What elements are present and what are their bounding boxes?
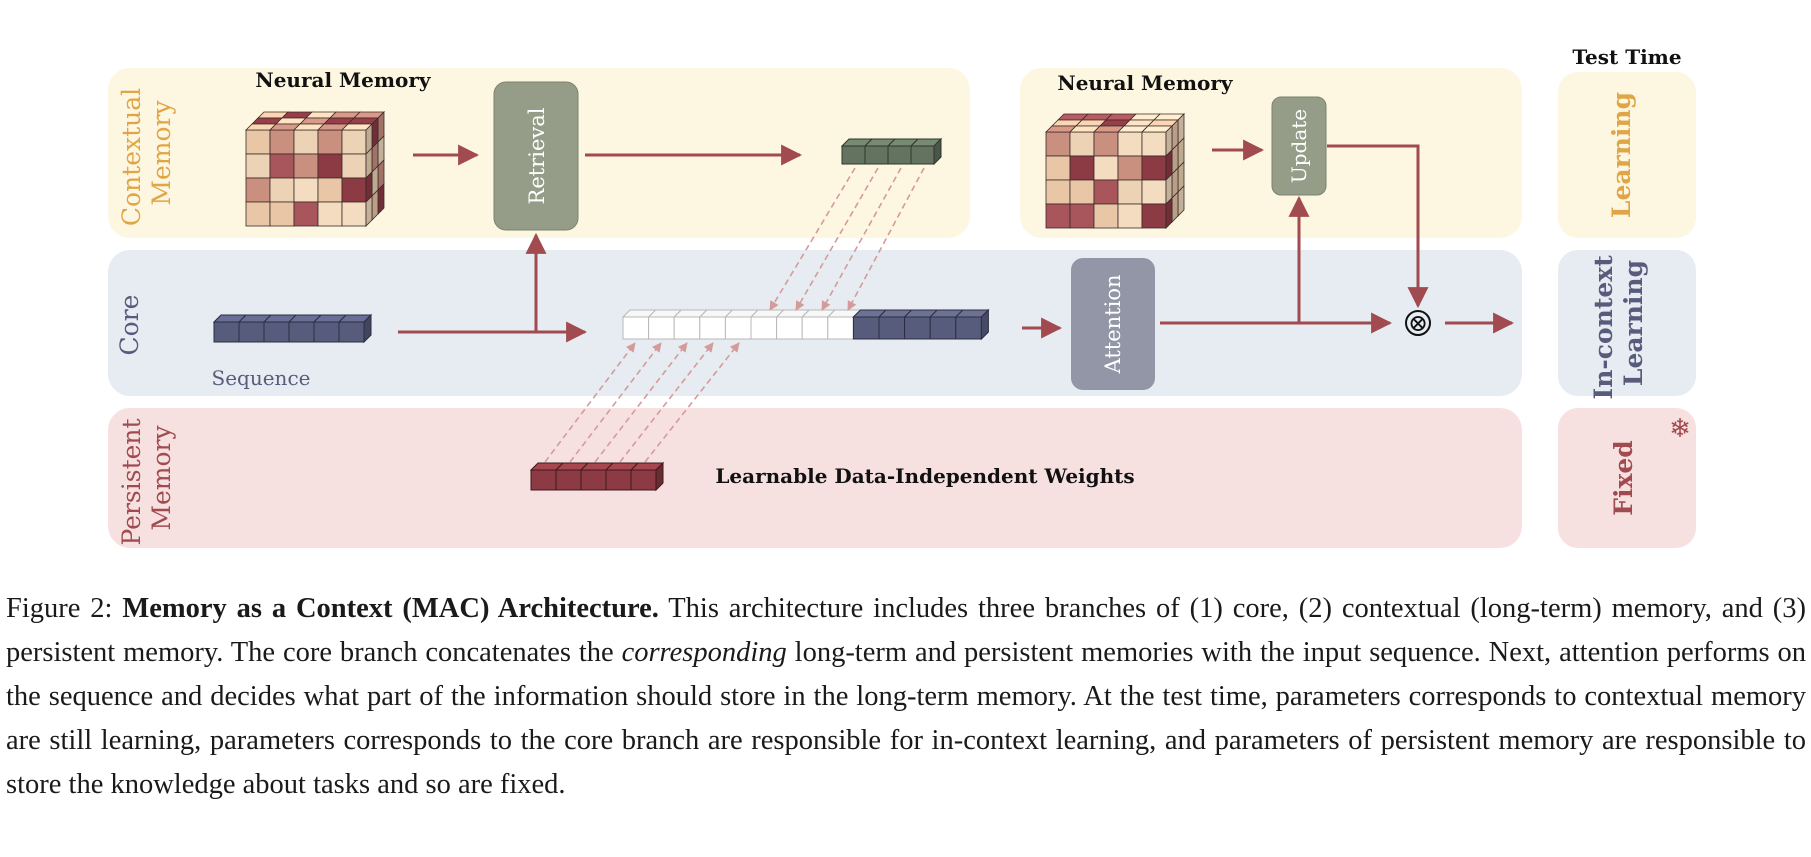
persistent-memory-tokens	[529, 461, 665, 492]
attention-label: Attention	[1101, 275, 1125, 375]
contextual-memory-label: Contextual Memory	[117, 80, 176, 226]
caption-emphasis: corresponding	[621, 637, 787, 668]
caption-prefix: Figure 2:	[6, 593, 123, 624]
retrieval-box	[493, 81, 579, 231]
in-context-learning-label: In-context Learning	[1589, 247, 1648, 400]
neural-memory-left-label: Neural Memory	[255, 68, 432, 92]
dashed-arrows-persistent	[544, 342, 740, 463]
neural-memory-right-cube	[1045, 113, 1185, 229]
arrow-update-to-otimes	[1327, 144, 1429, 309]
attention-box	[1071, 258, 1155, 390]
retrieved-memory-tokens	[840, 137, 943, 166]
fixed-label: Fixed	[1609, 440, 1638, 516]
test-time-label: Test Time	[1572, 45, 1681, 69]
weights-label: Learnable Data-Independent Weights	[715, 464, 1134, 488]
update-box	[1271, 96, 1327, 196]
core-label: Core	[115, 295, 144, 356]
input-sequence-tokens	[212, 313, 373, 344]
retrieval-label: Retrieval	[525, 107, 549, 204]
concatenated-sequence-tokens	[621, 308, 990, 341]
persistent-memory-row	[108, 408, 1522, 548]
caption-title: Memory as a Context (MAC) Architecture.	[122, 593, 659, 624]
mac-architecture-diagram: Test Time Contextual Memory Core Persist…	[108, 45, 1696, 548]
update-label: Update	[1287, 109, 1311, 183]
snowflake-icon: ❄	[1669, 414, 1691, 444]
otimes-icon: ⊗	[1408, 309, 1428, 337]
sequence-label: Sequence	[212, 366, 311, 390]
dashed-arrows-retrieved	[769, 167, 925, 311]
persistent-memory-label: Persistent Memory	[117, 410, 176, 545]
caption-text-2: long-term and persistent memories with t…	[6, 637, 1806, 800]
learning-label: Learning	[1607, 92, 1636, 218]
otimes-circle	[1405, 310, 1431, 336]
caption-text-1: This architecture includes three branche…	[6, 593, 1807, 668]
neural-memory-right-label: Neural Memory	[1057, 71, 1234, 95]
fixed-panel	[1558, 408, 1696, 548]
learning-panel	[1558, 72, 1696, 238]
neural-memory-left-cube	[245, 111, 385, 227]
in-context-learning-panel	[1558, 250, 1696, 396]
figure-caption: Figure 2: Memory as a Context (MAC) Arch…	[6, 587, 1806, 807]
